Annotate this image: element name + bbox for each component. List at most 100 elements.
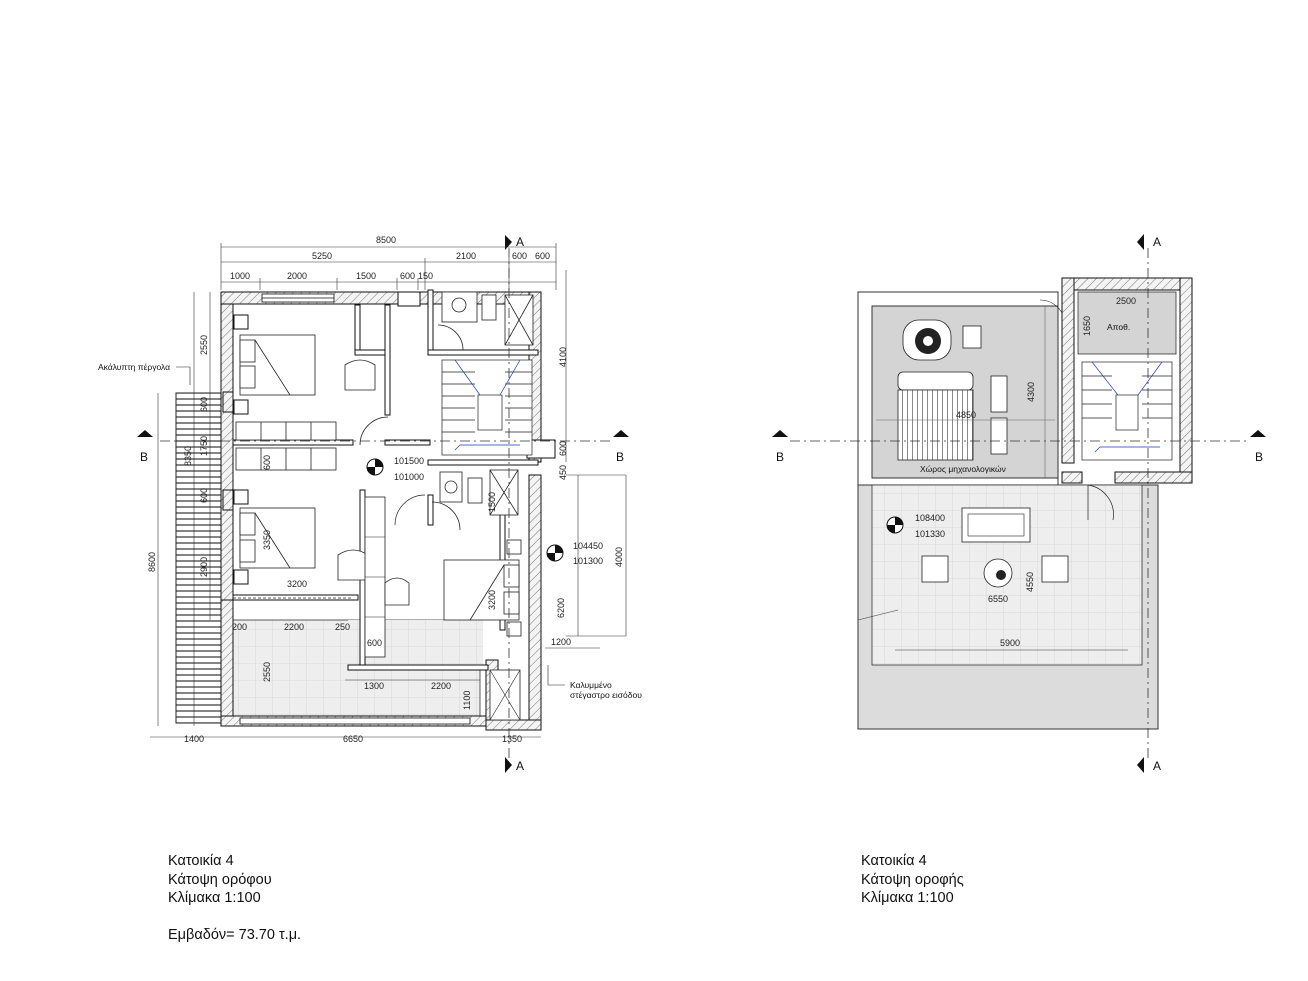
- roof-section-b-right: B: [1255, 450, 1263, 464]
- dim-right: 4000: [614, 547, 624, 567]
- elevation-label: 101330: [915, 529, 945, 539]
- roof-dim: 4300: [1026, 382, 1036, 402]
- dim-right: 600: [558, 441, 568, 456]
- roof-section-line-b: B B: [772, 430, 1266, 464]
- dim-left: 1750: [199, 436, 209, 456]
- roof-section-line-a: A A: [1137, 234, 1161, 773]
- section-line-a: A A: [505, 235, 524, 773]
- armchair-icon: [921, 555, 949, 583]
- dim-right: 450: [558, 465, 568, 480]
- roof-section-b-left: B: [776, 450, 784, 464]
- dim-inner: 200: [232, 622, 247, 632]
- armchair-icon: [1041, 555, 1069, 583]
- canopy-label-2: στέγαστρο εισόδου: [570, 690, 642, 700]
- mech-room-label: Χώρος μηχανολογικών: [920, 464, 1006, 474]
- dim-top: 600: [535, 251, 550, 261]
- dim-inner: 1100: [462, 691, 472, 710]
- dim-left: 2550: [199, 335, 209, 355]
- dim-top: 1000: [230, 271, 250, 281]
- floor-plan-title-block: Κατοικία 4 Κάτοψη ορόφου Κλίμακα 1:100 Ε…: [168, 852, 301, 944]
- title-line: Κάτοψη οροφής: [861, 871, 964, 888]
- storage-room: [1077, 291, 1177, 355]
- bathroom-middle: [431, 469, 519, 531]
- dim-right: 6200: [556, 598, 566, 618]
- elevation-marker-1: 101500 101000: [366, 456, 424, 482]
- dim-inner: 3200: [287, 579, 307, 589]
- title-line: Κάτοψη ορόφου: [168, 871, 272, 888]
- roof-elevation-marker: 108400 101330: [886, 513, 945, 539]
- dim-top: 600: [400, 271, 415, 281]
- dim-inner: 2200: [284, 622, 304, 632]
- dim-left: 600: [199, 397, 209, 412]
- roof-dim: 5900: [1000, 638, 1020, 648]
- title-line: Κατοικία 4: [168, 853, 234, 869]
- dim-bottom: 1400: [184, 734, 204, 744]
- roof-section-a-bottom: A: [1153, 759, 1161, 773]
- title-line: Κλίμακα 1:100: [168, 890, 261, 906]
- pergola: Ακάλυπτη πέργολα: [98, 362, 227, 724]
- dim-inner: 600: [262, 455, 272, 470]
- canopy-label-1: Καλυμμένο: [570, 680, 612, 690]
- bedroom-bottom-left: [233, 447, 369, 599]
- roof-dim: 1650: [1082, 316, 1092, 336]
- dimension-lines: [150, 243, 627, 738]
- dim-top: 5250: [312, 251, 332, 261]
- dim-inner: 250: [335, 622, 350, 632]
- dim-top: 150: [418, 271, 433, 281]
- dim-inner: 1500: [487, 492, 497, 512]
- roof-dim: 4550: [1025, 572, 1035, 592]
- floor-plan: Ακάλυπτη πέργολα: [98, 235, 642, 773]
- bedroom-top-left: [235, 334, 389, 446]
- dim-top: 1500: [356, 271, 376, 281]
- section-line-b: B B: [137, 430, 629, 464]
- elevation-label: 108400: [915, 513, 945, 523]
- dim-left: 2900: [199, 557, 209, 577]
- windows: [239, 293, 471, 725]
- dim-inner: 2550: [262, 662, 272, 682]
- elevation-label: 104450: [573, 541, 603, 551]
- dim-bottom: 1350: [502, 734, 522, 744]
- dim-right: 4100: [558, 347, 568, 367]
- elevation-label: 101000: [394, 472, 424, 482]
- bathroom-top: [437, 291, 534, 351]
- solar-collector-icon: [897, 371, 974, 461]
- chair: [337, 549, 369, 581]
- pump-icon: [962, 325, 982, 349]
- elevation-marker-2: 104450 101300: [546, 541, 603, 566]
- dim-top: 2100: [456, 251, 476, 261]
- section-a-top: A: [516, 235, 524, 249]
- elevation-label: 101500: [394, 456, 424, 466]
- title-line: Κλίμακα 1:100: [861, 890, 954, 906]
- ac-unit-icon: [902, 319, 952, 361]
- pergola-label: Ακάλυπτη πέργολα: [98, 362, 170, 372]
- dim-top: 8500: [376, 235, 396, 245]
- roof-section-a-top: A: [1153, 235, 1161, 249]
- chair: [344, 359, 376, 391]
- section-b-left: B: [140, 450, 148, 464]
- roof-dim: 4850: [956, 410, 976, 420]
- stair-tower: [1061, 277, 1193, 484]
- dim-inner: 3200: [487, 590, 497, 610]
- elevation-label: 101300: [573, 556, 603, 566]
- roof-staircase: [1081, 361, 1173, 461]
- section-a-bottom: A: [516, 759, 524, 773]
- roof-plan: Χώρος μηχανολογικών Αποθ.: [772, 234, 1266, 773]
- roof-plan-title-block: Κατοικία 4 Κάτοψη οροφής Κλίμακα 1:100: [861, 852, 964, 908]
- dim-bottom: 6650: [343, 734, 363, 744]
- dim-right: 1200: [551, 637, 571, 647]
- dim-bottom: 1300: [364, 681, 384, 691]
- section-b-right: B: [616, 450, 624, 464]
- title-line: Κατοικία 4: [861, 853, 927, 869]
- tank-icon: [990, 375, 1008, 413]
- dim-inner: 3350: [262, 530, 272, 550]
- dim-inner: 600: [367, 638, 382, 648]
- roof-dim: 6550: [988, 594, 1008, 604]
- dim-left: 8350: [183, 446, 193, 466]
- area-label: Εμβαδόν= 73.70 τ.μ.: [168, 926, 302, 943]
- tank-icon: [990, 417, 1008, 455]
- storage-label: Αποθ.: [1107, 322, 1130, 332]
- dim-top: 600: [512, 251, 527, 261]
- staircase: [441, 359, 533, 456]
- dim-bottom: 2200: [431, 681, 451, 691]
